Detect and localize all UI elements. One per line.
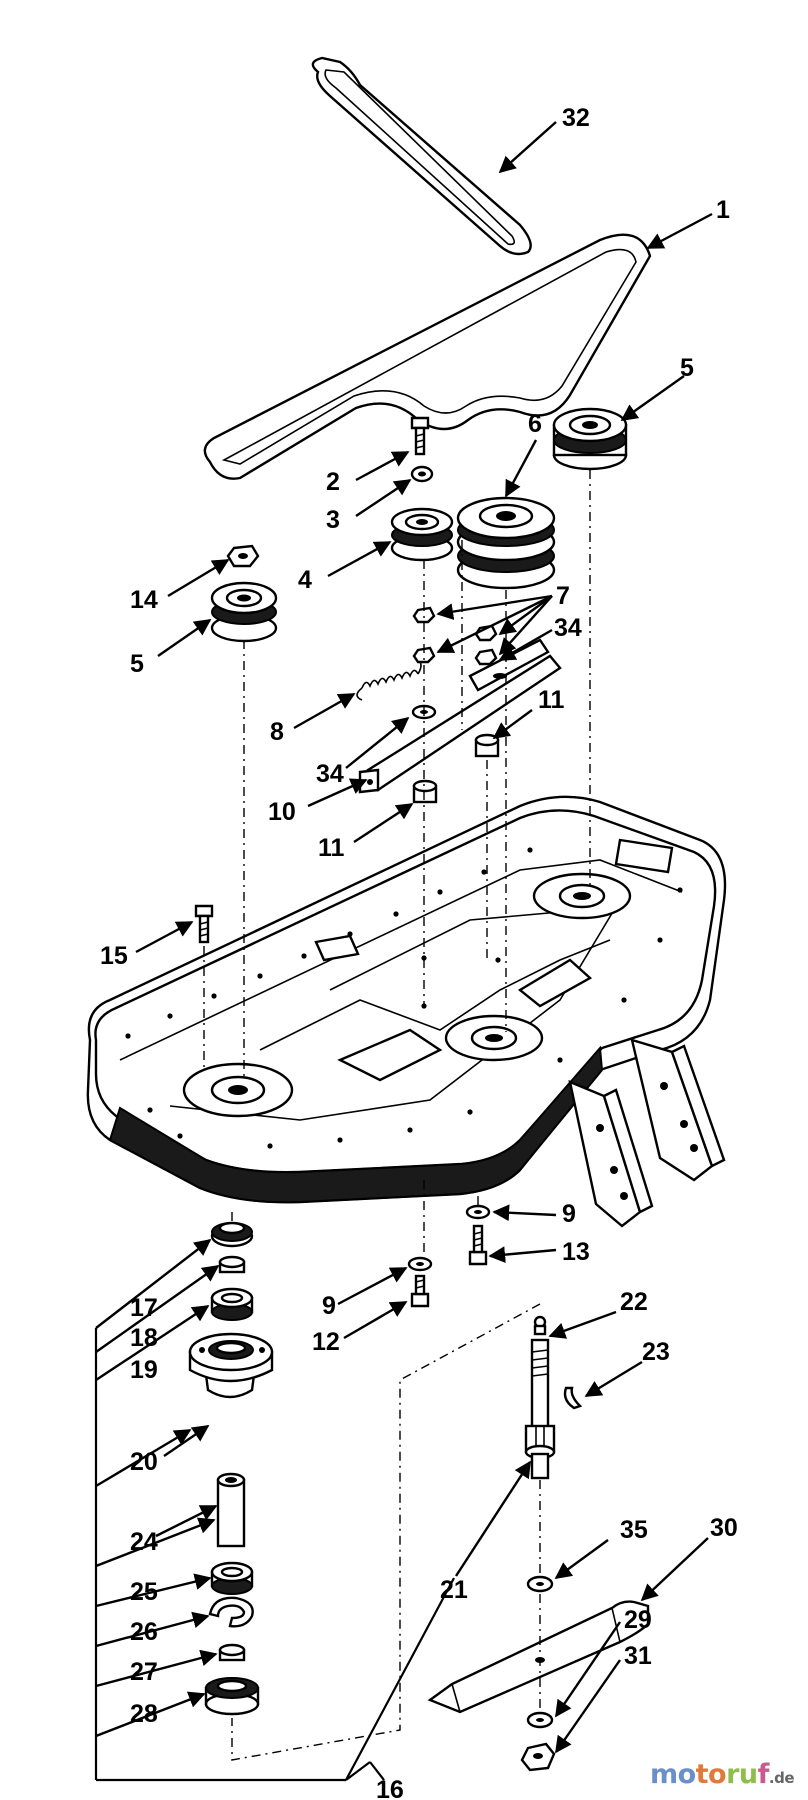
callout-9-center: 9: [322, 1292, 336, 1320]
spacer-27: [218, 1643, 246, 1662]
pulley-4: [390, 507, 454, 562]
nut-14: [226, 544, 260, 568]
callout-14: 14: [130, 586, 158, 614]
callout-21: 21: [440, 1576, 468, 1604]
idler-arm-10: [358, 638, 562, 794]
callout-26: 26: [130, 1618, 158, 1646]
bolt-2: [410, 416, 430, 456]
seal-28: [204, 1677, 260, 1716]
pulley-5-right: [552, 407, 628, 471]
motoruf-watermark: motoruf.de: [649, 1759, 795, 1790]
callout-35: 35: [620, 1516, 648, 1544]
callout-6: 6: [528, 410, 542, 438]
bearing-19: [210, 1287, 254, 1321]
deck-holes: [125, 847, 683, 1149]
callout-5-right: 5: [680, 354, 694, 382]
assembly-center-lines: [203, 470, 591, 1761]
callout-1: 1: [716, 196, 730, 224]
pulley-5-left: [210, 581, 278, 643]
callout-5-left: 5: [130, 650, 144, 678]
callout-arrows: [135, 121, 713, 1754]
belt-1: [203, 233, 652, 480]
callout-13: 13: [562, 1238, 590, 1266]
mounting-bracket-right: [630, 1038, 726, 1182]
washer-29: [526, 1711, 554, 1729]
callout-18: 18: [130, 1324, 158, 1352]
callout-10: 10: [268, 798, 296, 826]
watermark-domain: .de: [768, 1769, 795, 1787]
washer-9-center: [407, 1256, 433, 1272]
bolt-15: [194, 904, 214, 944]
bearing-25: [210, 1561, 254, 1595]
blade-30: [427, 1600, 650, 1714]
washer-3: [410, 465, 434, 483]
callout-labels: 32 1 5 6 2 3 4 14 5 7 34 8 11 34 10 11 1…: [100, 104, 738, 1800]
spindle-shaft-21: [524, 1338, 556, 1480]
callout-11-lower: 11: [318, 834, 345, 862]
callout-8: 8: [270, 718, 284, 746]
callout-9-right: 9: [562, 1200, 576, 1228]
callout-2: 2: [326, 468, 340, 496]
callout-20: 20: [130, 1448, 158, 1476]
callout-30: 30: [710, 1514, 738, 1542]
callout-23: 23: [642, 1338, 670, 1366]
callout-11-upper: 11: [538, 686, 565, 714]
key-23: [563, 1386, 583, 1410]
nut-7-b: [412, 646, 436, 664]
watermark-part-3: ru: [726, 1759, 758, 1790]
seal-17: [210, 1221, 254, 1248]
callout-19: 19: [130, 1356, 158, 1384]
callout-29: 29: [624, 1606, 652, 1634]
spindle-kit-bracket: [94, 1238, 455, 1782]
callout-25: 25: [130, 1578, 158, 1606]
snap-ring-26: [208, 1596, 254, 1628]
mounting-bracket-left: [568, 1080, 654, 1228]
spacer-18: [218, 1255, 246, 1274]
mower-deck-housing: [86, 795, 727, 1204]
callout-31: 31: [624, 1642, 652, 1670]
callout-17: 17: [130, 1294, 158, 1322]
watermark-part-4: f: [757, 1759, 770, 1790]
callout-12: 12: [312, 1328, 340, 1356]
belt-32: [311, 56, 532, 256]
bolt-13: [468, 1224, 488, 1266]
callout-34-lower: 34: [316, 760, 344, 788]
watermark-part-1: mo: [649, 1759, 696, 1790]
bolt-12: [410, 1274, 430, 1308]
washer-9-right: [465, 1204, 491, 1220]
nut-7-a: [412, 606, 436, 624]
callout-32: 32: [562, 104, 590, 132]
callout-28: 28: [130, 1700, 158, 1728]
callout-27: 27: [130, 1658, 158, 1686]
callout-16: 16: [376, 1776, 404, 1800]
callout-15: 15: [100, 942, 128, 970]
callout-4: 4: [298, 566, 312, 594]
pulley-6: [456, 496, 556, 590]
bushing-11-b: [412, 779, 438, 804]
callout-7: 7: [556, 582, 570, 610]
callout-24: 24: [130, 1528, 158, 1556]
callout-34-upper: 34: [554, 614, 582, 642]
nut-7-d: [474, 648, 498, 666]
callout-22: 22: [620, 1288, 648, 1316]
nut-31: [520, 1742, 556, 1772]
spring-8: [356, 659, 422, 701]
spacer-tube-24: [216, 1472, 246, 1548]
bushing-11-a: [474, 733, 500, 758]
callout-3: 3: [326, 506, 340, 534]
watermark-part-2: to: [695, 1759, 727, 1790]
washer-35: [526, 1575, 554, 1593]
grease-fitting-22: [533, 1315, 547, 1336]
spindle-housing-20: [188, 1332, 274, 1399]
